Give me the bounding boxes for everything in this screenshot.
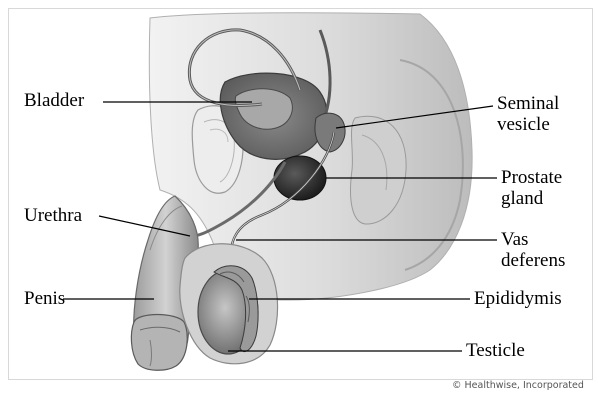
label-urethra: Urethra <box>24 205 82 226</box>
label-testicle: Testicle <box>466 340 525 361</box>
label-vas-deferens-line2: deferens <box>501 250 565 271</box>
glans <box>131 315 187 371</box>
copyright-credit: © Healthwise, Incorporated <box>452 380 584 391</box>
label-bladder: Bladder <box>24 90 84 111</box>
label-epididymis: Epididymis <box>474 288 562 309</box>
label-seminal-vesicle: Seminal vesicle <box>497 93 559 135</box>
label-seminal-vesicle-line1: Seminal <box>497 93 559 114</box>
prostate-gland <box>274 156 326 200</box>
label-prostate-gland: Prostate gland <box>501 167 562 209</box>
label-vas-deferens: Vas deferens <box>501 229 565 271</box>
label-prostate-gland-line1: Prostate <box>501 167 562 188</box>
label-seminal-vesicle-line2: vesicle <box>497 114 559 135</box>
label-prostate-gland-line2: gland <box>501 188 562 209</box>
label-vas-deferens-line1: Vas <box>501 229 565 250</box>
label-penis: Penis <box>24 288 65 309</box>
